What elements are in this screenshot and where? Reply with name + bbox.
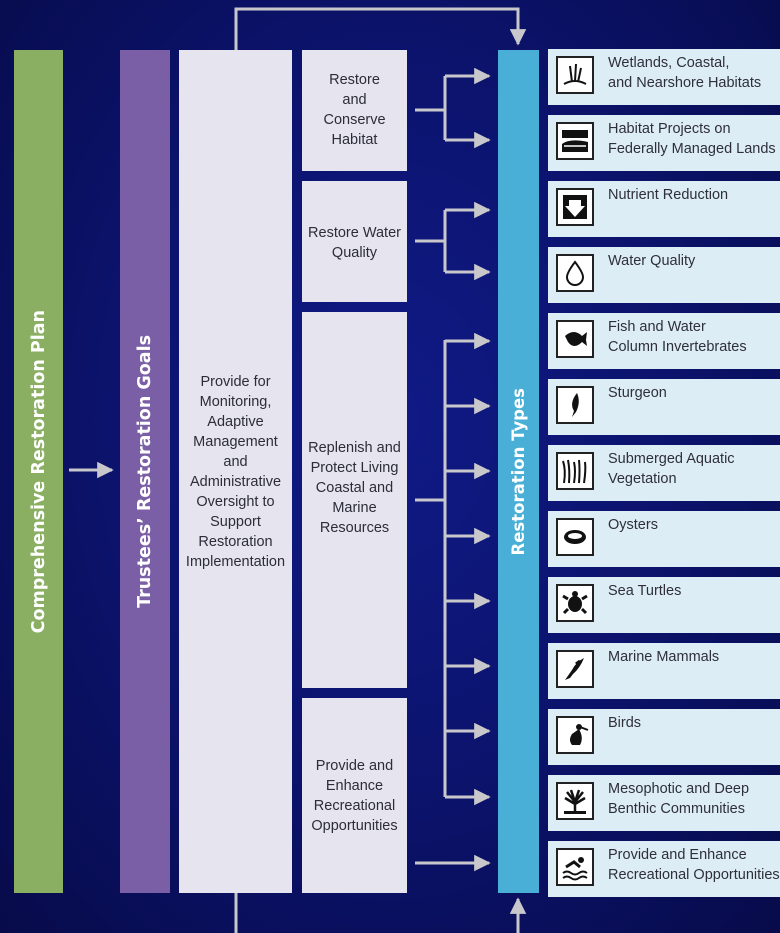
goal-living-resources: Replenish and Protect Living Coastal and… xyxy=(302,312,407,688)
nutrient-down-arrow-icon xyxy=(556,188,594,226)
goal-restore-habitat: Restore and Conserve Habitat xyxy=(302,50,407,171)
type-label: Sturgeon xyxy=(608,385,667,401)
type-label: Habitat Projects on Federally Managed La… xyxy=(608,121,776,157)
type-label: Sea Turtles xyxy=(608,583,682,599)
type-submerged-vegetation: Submerged Aquatic Vegetation xyxy=(548,445,780,501)
goal-label: Replenish and Protect Living Coastal and… xyxy=(308,439,401,536)
monitoring-to-types-top-arrow xyxy=(234,7,527,50)
trustees-restoration-goals-bar: Trustees’ Restoration Goals xyxy=(120,50,170,893)
type-mesophotic: Mesophotic and Deep Benthic Communities xyxy=(548,775,780,831)
type-nutrient-reduction: Nutrient Reduction xyxy=(548,181,780,237)
monitoring-label: Provide for Monitoring, Adaptive Managem… xyxy=(185,373,286,570)
goal-label: Restore Water Quality xyxy=(308,225,401,261)
type-birds: Birds xyxy=(548,709,780,765)
type-label: Water Quality xyxy=(608,253,696,269)
type-water-quality: Water Quality xyxy=(548,247,780,303)
type-sea-turtles: Sea Turtles xyxy=(548,577,780,633)
fish-icon xyxy=(556,320,594,358)
comprehensive-restoration-plan-bar: Comprehensive Restoration Plan xyxy=(14,50,63,893)
type-oysters: Oysters xyxy=(548,511,780,567)
type-label: Provide and Enhance Recreational Opportu… xyxy=(608,847,780,883)
seagrass-icon xyxy=(556,452,594,490)
pelican-icon xyxy=(556,716,594,754)
dolphin-icon xyxy=(556,650,594,688)
type-wetlands: Wetlands, Coastal, and Nearshore Habitat… xyxy=(548,49,780,105)
water-quality-branch xyxy=(415,210,447,272)
living-resources-branch xyxy=(415,340,447,797)
type-label: Oysters xyxy=(608,517,658,533)
coral-icon xyxy=(556,782,594,820)
monitoring-to-types-bottom-arrow xyxy=(234,893,518,933)
landscape-icon xyxy=(556,122,594,160)
type-label: Birds xyxy=(608,715,642,731)
type-recreation: Provide and Enhance Recreational Opportu… xyxy=(548,841,780,897)
habitat-branch xyxy=(415,76,447,140)
restoration-types-bar: Restoration Types xyxy=(498,50,539,893)
goal-label: Provide and Enhance Recreational Opportu… xyxy=(311,757,398,834)
goal-label: Restore and Conserve Habitat xyxy=(323,72,386,148)
water-drop-icon xyxy=(556,254,594,292)
sturgeon-icon xyxy=(556,386,594,424)
type-federal-lands: Habitat Projects on Federally Managed La… xyxy=(548,115,780,171)
type-sturgeon: Sturgeon xyxy=(548,379,780,435)
marsh-grass-icon xyxy=(556,56,594,94)
type-label: Fish and Water Column Invertebrates xyxy=(608,319,747,355)
type-fish: Fish and Water Column Invertebrates xyxy=(548,313,780,369)
type-label: Wetlands, Coastal, and Nearshore Habitat… xyxy=(608,55,762,91)
sea-turtle-icon xyxy=(556,584,594,622)
type-label: Marine Mammals xyxy=(608,649,720,665)
type-label: Nutrient Reduction xyxy=(608,187,729,203)
type-label: Mesophotic and Deep Benthic Communities xyxy=(608,781,750,817)
goal-recreation: Provide and Enhance Recreational Opportu… xyxy=(302,698,407,893)
monitoring-panel: Provide for Monitoring, Adaptive Managem… xyxy=(179,50,292,893)
swimmer-icon xyxy=(556,848,594,886)
type-label: Submerged Aquatic Vegetation xyxy=(608,451,735,487)
oyster-icon xyxy=(556,518,594,556)
goal-water-quality: Restore Water Quality xyxy=(302,181,407,302)
type-marine-mammals: Marine Mammals xyxy=(548,643,780,699)
